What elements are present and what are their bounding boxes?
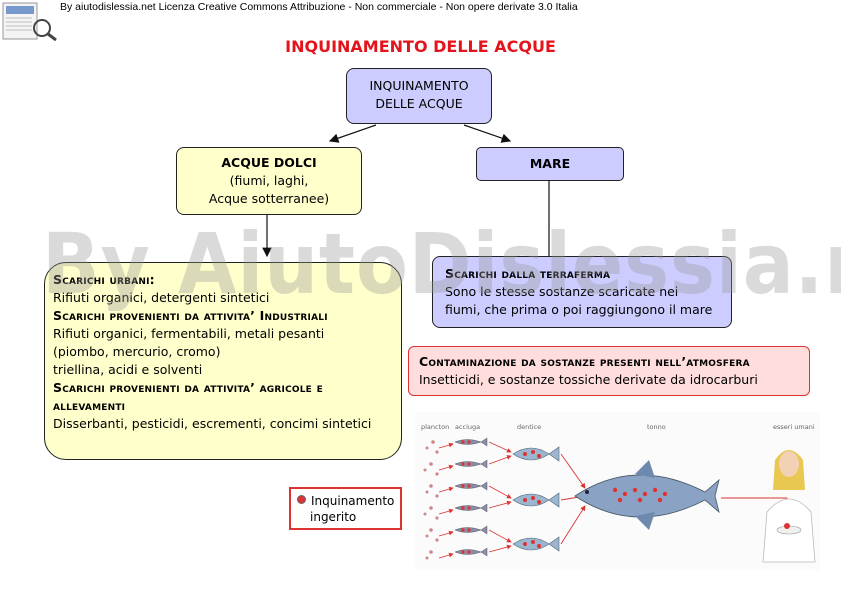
label-dentice: dentice [517, 423, 541, 431]
scarichi-industriali-text-3: triellina, acidi e solventi [53, 362, 203, 377]
food-chain-illustration: plancton acciuga dentice tonno esseri um… [415, 412, 820, 570]
terraferma-line1: Sono le stesse sostanze scaricate nei [445, 284, 679, 299]
tuna-icon [574, 460, 720, 530]
acque-dolci-line1: (fiumi, laghi, [229, 173, 309, 188]
atmosfera-heading: Contaminazione da sostanze presenti nell… [419, 354, 750, 369]
root-node: INQUINAMENTO DELLE ACQUE [346, 68, 492, 124]
scarichi-urbani-heading: Scarichi urbani: [53, 272, 155, 287]
legend-label-1: Inquinamento [311, 494, 395, 508]
terraferma-heading: Scarichi dalla terraferma [445, 266, 611, 281]
scarichi-agricole-heading-2: allevamenti [53, 398, 126, 413]
atmosfera-line1: Insetticidi, e sostanze tossiche derivat… [419, 372, 758, 387]
plankton-icon [423, 440, 439, 560]
human-icon [762, 450, 816, 563]
root-line2: DELLE ACQUE [375, 96, 463, 111]
acque-dolci-node: ACQUE DOLCI (fiumi, laghi, Acque sotterr… [176, 147, 362, 215]
scarichi-agricole-heading-1: Scarichi provenienti da attivita’ agrico… [53, 380, 323, 395]
red-dot-icon [297, 495, 306, 504]
scarichi-urbani-text: Rifiuti organici, detergenti sintetici [53, 290, 270, 305]
legend-line1: Inquinamento [297, 493, 394, 509]
terraferma-line2: fiumi, che prima o poi raggiungono il ma… [445, 302, 713, 317]
scarichi-industriali-text-1: Rifiuti organici, fermentabili, metali p… [53, 326, 325, 341]
label-acciuga: acciuga [455, 423, 480, 431]
anchovy-icon [454, 437, 488, 557]
page-title: INQUINAMENTO DELLE ACQUE [285, 37, 556, 56]
scarichi-agricole-text: Disserbanti, pesticidi, escrementi, conc… [53, 416, 372, 431]
dentex-icon [512, 446, 560, 552]
arrow-root-mare [463, 124, 512, 143]
legend-box: Inquinamento ingerito [289, 487, 402, 530]
acque-dolci-line2: Acque sotterranee) [208, 191, 330, 206]
license-logo [2, 2, 58, 42]
acque-dolci-heading: ACQUE DOLCI [221, 155, 317, 170]
mare-node: MARE [476, 147, 624, 181]
label-umani: esseri umani [773, 423, 815, 431]
license-text: By aiutodislessia.net Licenza Creative C… [60, 1, 578, 13]
scarichi-industriali-heading: Scarichi provenienti da attivita’ Indust… [53, 308, 328, 323]
scarichi-node: Scarichi urbani: Rifiuti organici, deter… [44, 262, 402, 460]
root-line1: INQUINAMENTO [369, 78, 469, 93]
scarichi-industriali-text-2: (piombo, mercurio, cromo) [53, 344, 221, 359]
atmosfera-node: Contaminazione da sostanze presenti nell… [408, 346, 810, 396]
arrow-root-dolci [328, 124, 377, 143]
label-plancton: plancton [421, 423, 449, 431]
legend-label-2: ingerito [310, 510, 357, 524]
terraferma-node: Scarichi dalla terraferma Sono le stesse… [432, 256, 732, 328]
mare-heading: MARE [529, 156, 571, 171]
label-tonno: tonno [647, 423, 666, 431]
